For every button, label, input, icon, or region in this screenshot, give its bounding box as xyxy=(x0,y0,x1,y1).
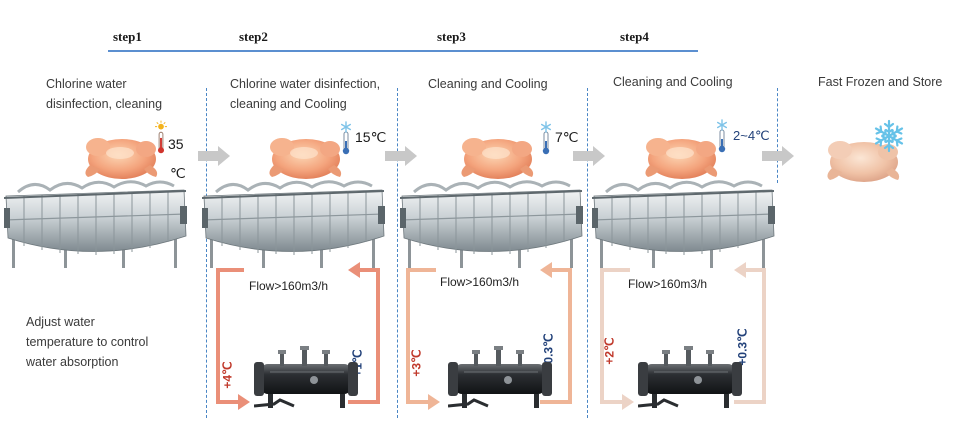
stage-divider xyxy=(397,88,398,418)
stage-5-title: Fast Frozen and Store xyxy=(818,75,943,89)
thermometer-snowflake-icon xyxy=(341,121,351,155)
thermometer-snowflake-icon xyxy=(717,119,727,153)
stage-divider xyxy=(587,88,588,418)
chicken-image xyxy=(85,138,158,179)
thermometer-sun-icon xyxy=(155,120,167,154)
chicken-image xyxy=(461,138,534,179)
stage-divider xyxy=(777,88,778,183)
water-loop-3 xyxy=(600,262,766,410)
chiller-machine-image xyxy=(400,180,585,270)
step-label-4: step4 xyxy=(620,29,649,44)
loop-3-flow-rate: Flow>160m3/h xyxy=(628,277,708,291)
stage-1-temp-unit: ℃ xyxy=(170,165,186,181)
heat-exchanger-image xyxy=(448,346,554,410)
step-label-3: step3 xyxy=(437,29,466,44)
chicken-image xyxy=(645,138,718,179)
water-loop-1 xyxy=(216,262,380,410)
stage-2-temp: 15℃ xyxy=(355,129,387,145)
stage-3-temp: 7℃ xyxy=(555,129,579,145)
chiller-machine-image xyxy=(202,180,387,270)
process-arrow xyxy=(385,146,417,166)
stage-2-title: Chlorine water disinfection, cleaning an… xyxy=(230,77,381,111)
loop-1-inlet-temp: +4℃ xyxy=(220,361,235,389)
heat-exchanger-image xyxy=(254,346,360,410)
stage-4-title: Cleaning and Cooling xyxy=(613,75,733,89)
chiller-machine-image xyxy=(592,180,777,270)
process-arrow xyxy=(573,146,605,166)
process-arrow xyxy=(198,146,230,166)
thermometer-snowflake-icon xyxy=(541,121,551,155)
loop-1-flow-rate: Flow>160m3/h xyxy=(249,279,329,293)
loop-3-inlet-temp: +2℃ xyxy=(602,337,617,365)
step-label-1: step1 xyxy=(113,29,142,44)
step-timeline-line xyxy=(108,50,698,52)
water-loop-2 xyxy=(406,262,572,410)
snowflake-icon xyxy=(872,119,906,153)
heat-exchanger-image xyxy=(638,346,744,410)
stage-3-title: Cleaning and Cooling xyxy=(428,77,548,91)
stage-divider xyxy=(206,88,207,418)
step-label-2: step2 xyxy=(239,29,268,44)
chicken-image xyxy=(269,138,342,179)
stage-1-title: Chlorine water disinfection, cleaning xyxy=(46,77,163,111)
chiller-machine-image xyxy=(4,180,189,270)
process-arrow xyxy=(762,146,794,166)
stage-4-temp: 2~4℃ xyxy=(733,128,770,143)
loop-2-inlet-temp: +3℃ xyxy=(409,349,424,377)
loop-2-flow-rate: Flow>160m3/h xyxy=(440,275,520,289)
stage-1-temp-value: 35 xyxy=(168,136,184,152)
adjust-water-note: Adjust water temperature to control wate… xyxy=(26,315,149,369)
